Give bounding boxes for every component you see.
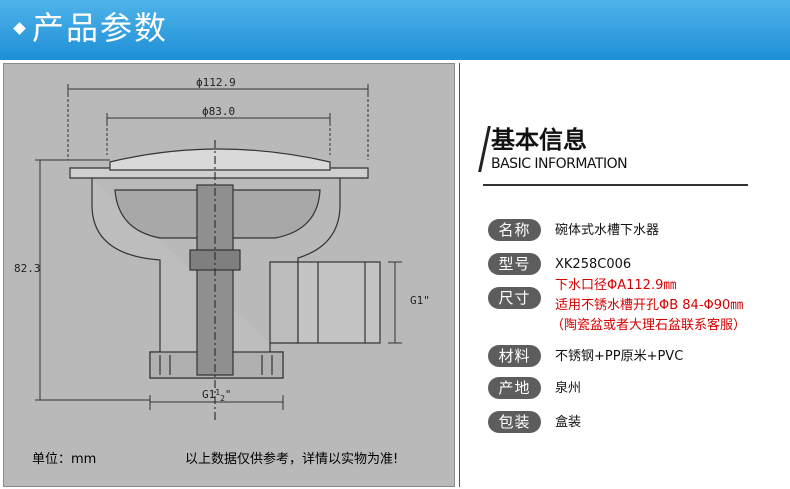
dim-label-bottom: G112" [202,388,232,403]
label-model: 型号 [488,253,541,275]
label-origin: 产地 [488,377,541,399]
dim-label-top: ϕ112.9 [196,76,236,89]
dim-label-height: 82.3 [14,262,41,275]
heading-underline [483,184,748,186]
value-size-line-2: 适用不锈水槽开孔ΦB 84-Φ90㎜ [555,298,744,313]
disclaimer-note: 以上数据仅供参考，详情以实物为准! [185,452,399,467]
value-origin: 泉州 [555,381,582,396]
value-package: 盒装 [555,415,582,430]
dim-label-side: G1" [410,294,430,307]
label-material: 材料 [488,345,541,367]
section-header: 产品参数 [0,0,790,60]
value-model: XK258C006 [555,257,632,272]
label-size: 尺寸 [488,287,541,309]
value-material: 不锈钢+PP原米+PVC [555,349,684,364]
label-package: 包装 [488,411,541,433]
label-name: 名称 [488,219,541,241]
value-size-line-3: （陶瓷盆或者大理石盆联系客服） [551,318,747,333]
info-heading-en: BASIC INFORMATION [491,156,628,172]
dim-label-inner: ϕ83.0 [202,105,235,118]
value-name: 碗体式水槽下水器 [555,223,660,238]
section-title: 产品参数 [32,9,169,47]
info-heading-cn: 基本信息 [491,126,587,154]
unit-note: 单位：mm [32,452,97,467]
panel-divider [459,63,460,487]
value-size-line-1: 下水口径ΦA112.9㎜ [555,278,677,293]
